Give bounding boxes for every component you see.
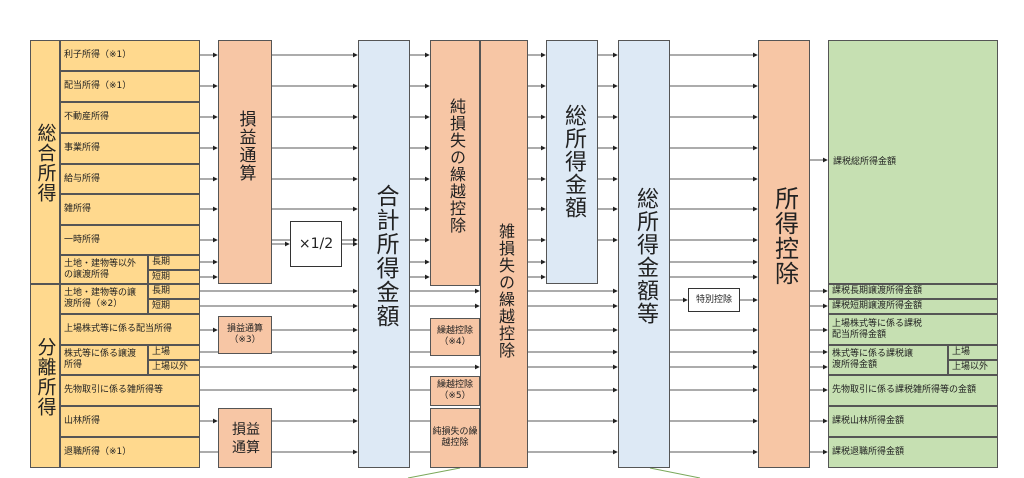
income-item-sanrin: 山林所得 xyxy=(60,406,200,437)
sonneki-tsusan-label: 損益通算 xyxy=(235,110,256,182)
sonneki-tsusan-box: 損益通算 xyxy=(218,40,272,284)
term-long-land: 長期 xyxy=(148,284,200,299)
income-item-haito: 配当所得（※1） xyxy=(60,71,200,102)
half-multiplier-box: ×1/2 xyxy=(290,221,342,267)
so-shotoku-label: 総所得金額 xyxy=(561,103,586,219)
shotoku-kojo-label: 所得控除 xyxy=(770,186,799,286)
result-sanrin: 課税山林所得金額 xyxy=(828,406,998,437)
so-shotoku-to-label: 総所得金額等 xyxy=(633,187,658,325)
shotoku-kojo-box: 所得控除 xyxy=(758,40,810,468)
result-sogo-label: 課税総所得金額 xyxy=(833,157,897,167)
result-listed-dividend: 上場株式等に係る課税配当所得金額 xyxy=(828,314,998,345)
zatsu-sonshitsu-label: 雑損失の繰越控除 xyxy=(496,223,515,359)
result-stock-joto: 株式等に係る課税譲渡所得金額 xyxy=(828,345,948,375)
jun-sonshitsu-label: 純損失の繰越控除 xyxy=(447,98,466,234)
term-short: 短期 xyxy=(148,270,200,284)
income-item-kyuyo: 給与所得 xyxy=(60,164,200,194)
income-item-rishi: 利子所得（※1） xyxy=(60,40,200,71)
result-sakimono: 先物取引に係る課税雑所得等の金額 xyxy=(828,375,998,406)
gokei-shotoku-box: 合計所得金額 xyxy=(358,40,410,468)
bunri-category-box: 分離所得 xyxy=(30,284,60,468)
sonneki-tsusan-low-label: 損益通算 xyxy=(232,422,260,456)
income-item-listed-dividend: 上場株式等に係る配当所得 xyxy=(60,314,200,345)
income-item-joto-land: 土地・建物等の譲渡所得（※2） xyxy=(60,284,148,314)
gokei-shotoku-label: 合計所得金額 xyxy=(372,184,398,328)
income-item-joto-other: 土地・建物等以外の譲渡所得 xyxy=(60,255,148,284)
result-taishoku: 課税退職所得金額 xyxy=(828,437,998,468)
term-listed: 上場 xyxy=(148,345,200,360)
zatsu-sonshitsu-box: 雑損失の繰越控除 xyxy=(480,40,528,468)
sogo-category-box: 総合所得 xyxy=(30,40,60,284)
sonneki-tsusan-3-box: 損益通算（※3） xyxy=(218,316,272,354)
result-term-listed: 上場 xyxy=(948,345,998,360)
jun-sonshitsu-small-box: 純損失の繰越控除 xyxy=(430,408,480,468)
income-item-ichiji: 一時所得 xyxy=(60,225,200,255)
income-item-jigyo: 事業所得 xyxy=(60,133,200,164)
income-item-zatsu: 雑所得 xyxy=(60,194,200,225)
income-item-stock-joto: 株式等に係る譲渡所得 xyxy=(60,345,148,375)
result-term-nonlisted: 上場以外 xyxy=(948,360,998,375)
term-long: 長期 xyxy=(148,255,200,270)
income-item-taishoku: 退職所得（※1） xyxy=(60,437,200,468)
kurikoshi-5-box: 繰越控除（※5） xyxy=(430,376,480,406)
so-shotoku-box: 総所得金額 xyxy=(546,40,598,284)
term-nonlisted: 上場以外 xyxy=(148,360,200,375)
result-sogo-box: 課税総所得金額 xyxy=(828,40,998,284)
result-short-joto: 課税短期譲渡所得金額 xyxy=(828,299,998,314)
income-item-fudosan: 不動産所得 xyxy=(60,102,200,133)
sogo-category-label: 総合所得 xyxy=(34,123,57,203)
bunri-category-label: 分離所得 xyxy=(34,337,57,417)
term-short-land: 短期 xyxy=(148,299,200,314)
jun-sonshitsu-box: 純損失の繰越控除 xyxy=(430,40,480,286)
so-shotoku-to-box: 総所得金額等 xyxy=(618,40,670,468)
income-item-sakimono: 先物取引に係る雑所得等 xyxy=(60,375,200,406)
result-long-joto: 課税長期譲渡所得金額 xyxy=(828,284,998,299)
sonneki-tsusan-low-box: 損益通算 xyxy=(218,408,272,468)
kurikoshi-4-box: 繰越控除（※4） xyxy=(430,318,480,356)
tokubetsu-kojo-box: 特別控除 xyxy=(688,288,740,312)
